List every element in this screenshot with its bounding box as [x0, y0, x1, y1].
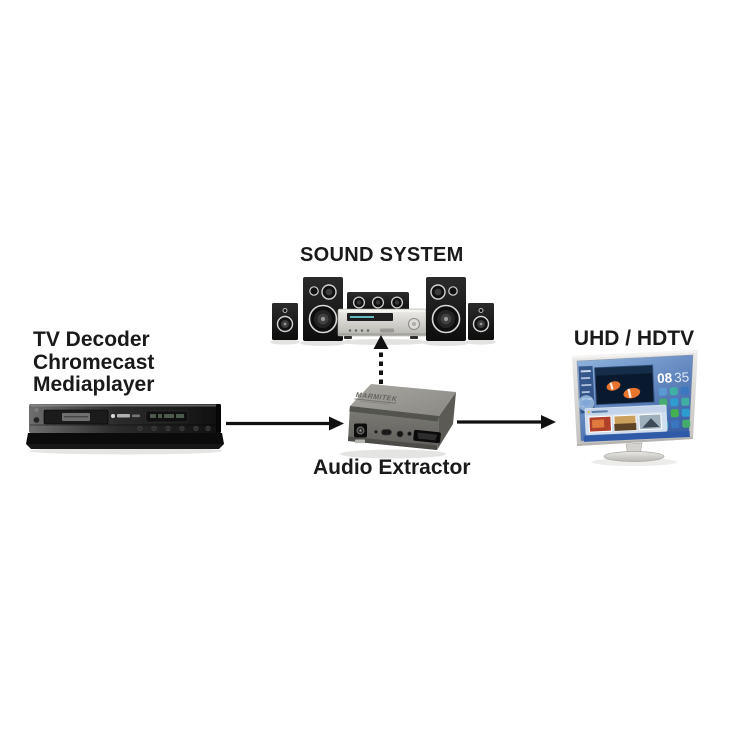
tv-stand [603, 442, 665, 462]
hdmi-port [413, 429, 441, 444]
screen-bottom-bar [583, 431, 690, 442]
source-label-line-1: TV Decoder [33, 328, 150, 351]
tower-speaker-left [303, 277, 343, 341]
front-buttons [137, 425, 211, 431]
arrow-source-to-extractor [226, 416, 344, 431]
extractor-brand: MARMITEK [354, 392, 399, 405]
tv-screen-ui: 08 35 [578, 364, 691, 442]
extractor-side [437, 392, 456, 450]
shadow [340, 449, 446, 459]
av-receiver [337, 308, 427, 339]
brand-logo-dot [34, 408, 39, 412]
audio-extractor-label: Audio Extractor [313, 456, 471, 479]
satellite-speaker-right [468, 303, 494, 340]
arrowhead-right [329, 416, 344, 431]
extractor-top [350, 384, 456, 416]
sound-system-label: SOUND SYSTEM [300, 244, 464, 266]
extractor-ports [354, 423, 441, 444]
audio-extractor-image: MARMITEK [340, 384, 456, 459]
clock-minutes: 35 [674, 370, 690, 386]
clock-hours: 08 [657, 370, 673, 386]
shadow [466, 339, 496, 345]
tv-image: 08 35 [572, 350, 698, 466]
source-label-line-2: Chromecast [33, 350, 155, 374]
shadow [300, 340, 346, 346]
extractor-brand-text: MARMITEK [355, 392, 399, 403]
media-player-image [26, 404, 224, 455]
led-indicator [374, 430, 378, 434]
arrow-extractor-to-sound-system [373, 335, 389, 384]
arrowhead-up [373, 335, 389, 349]
screen-clock: 08 35 [657, 370, 690, 386]
shadow [270, 339, 300, 345]
arrow-extractor-to-tv [457, 415, 556, 429]
satellite-speaker-left [272, 303, 298, 340]
sound-system-image [270, 277, 496, 346]
tower-speaker-right [426, 277, 466, 341]
screen-video-window [594, 364, 655, 406]
audio-jack-port [396, 430, 404, 438]
screen-app-grid [658, 386, 691, 429]
shadow [423, 340, 469, 346]
center-speaker [347, 292, 409, 313]
source-label-line-3: Mediaplayer [33, 373, 155, 396]
arrowhead-right [541, 415, 556, 429]
uhd-hdtv-label: UHD / HDTV [573, 327, 695, 350]
front-display [145, 410, 189, 423]
optical-port [381, 429, 392, 436]
shadow [29, 447, 223, 455]
source-devices-label: TV Decoder Chromecast Mediaplayer [33, 328, 155, 397]
screen-thumbnail-strip [584, 404, 668, 436]
bluray-logo [111, 414, 140, 418]
power-button [33, 416, 40, 424]
